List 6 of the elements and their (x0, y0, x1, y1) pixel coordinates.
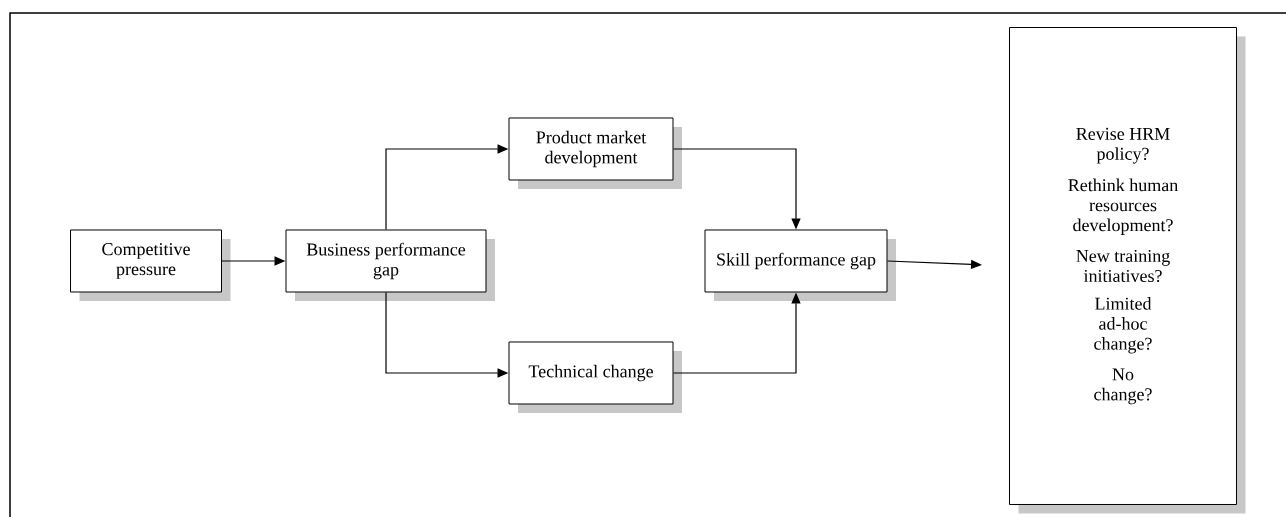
process-box: Technical change (508, 341, 682, 413)
option-list-box: Revise HRM policy? Rethink human resources development? New training initiatives? Limited ad-hoc change? No change? (1009, 27, 1246, 514)
process-box: Competitive pressure (70, 229, 231, 301)
process-box: Skill performance gap (704, 229, 896, 301)
process-box: Product market development (508, 117, 682, 189)
process-box: Business performance gap (285, 229, 495, 301)
